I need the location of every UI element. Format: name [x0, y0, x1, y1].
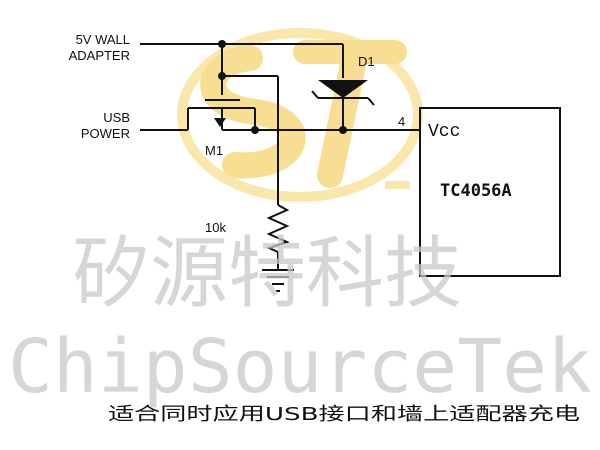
label-ic-tc4056a: TC4056A — [440, 181, 512, 201]
label-power: POWER — [81, 126, 130, 141]
ground-icon — [262, 269, 294, 292]
label-d1: D1 — [358, 54, 375, 69]
junction-dots — [218, 40, 347, 134]
label-m1: M1 — [205, 143, 223, 158]
watermark-english: ChipSourceTek — [8, 324, 592, 410]
label-adapter: ADAPTER — [69, 48, 130, 63]
st-logo-watermark — [177, 28, 423, 202]
label-10k: 10k — [205, 220, 226, 235]
diode-d1-symbol — [311, 80, 375, 106]
label-vcc: Vcc — [428, 122, 460, 142]
caption-text: 适合同时应用USB接口和墙上适配器充电 — [108, 404, 580, 425]
label-usb: USB — [103, 110, 130, 125]
ic-tc4056a-box — [419, 107, 561, 277]
mosfet-m1-symbol — [205, 99, 240, 127]
watermark-chinese: 矽源特科技 — [72, 229, 462, 319]
label-5v-wall: 5V WALL — [76, 32, 130, 47]
label-pin-4: 4 — [398, 114, 405, 129]
resistor-10k-symbol — [266, 204, 290, 253]
